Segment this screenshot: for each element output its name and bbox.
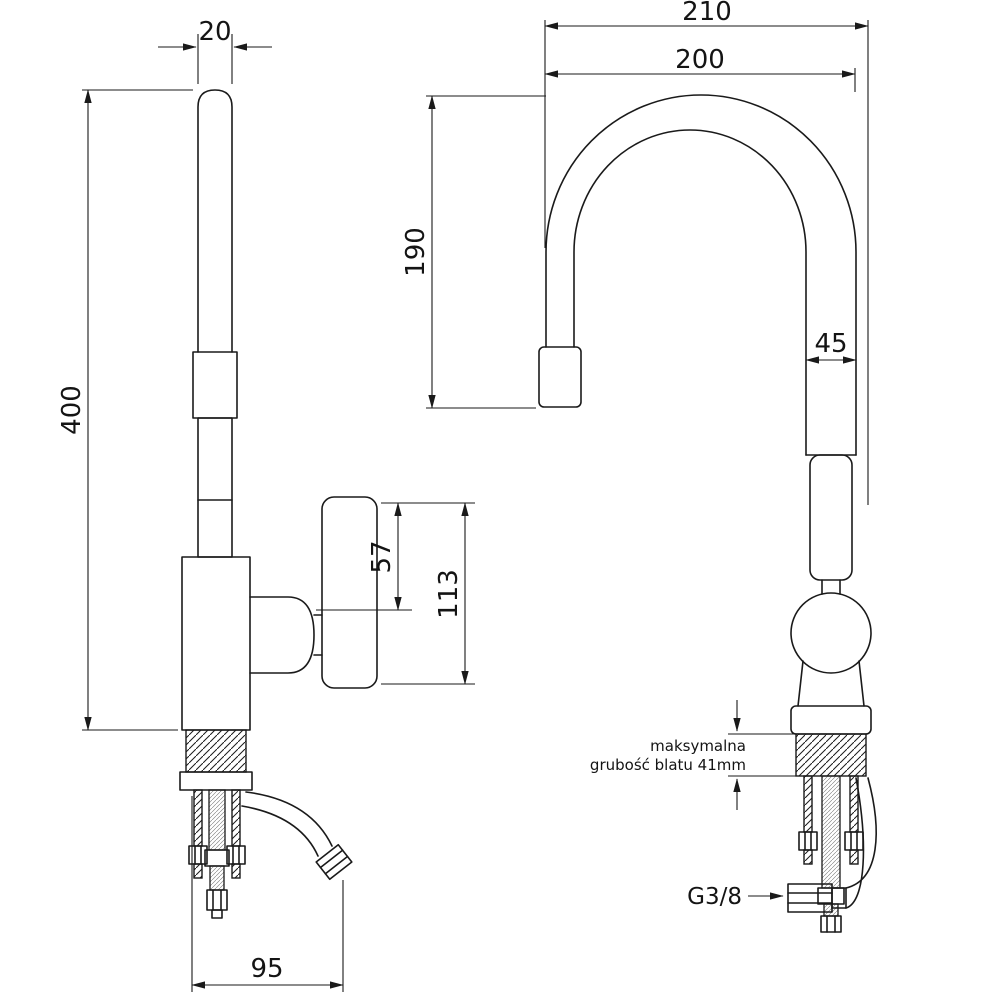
dimension-thread-size: G3/8 — [687, 884, 784, 910]
ball-joint-front — [790, 592, 872, 674]
supply-hose-bent-side — [241, 791, 353, 881]
cartridge-housing-side — [249, 596, 315, 674]
faucet-front-view — [538, 94, 877, 933]
dimension-overall-height: 400 — [57, 89, 193, 731]
spout-collar-side — [192, 351, 238, 419]
dimension-spout-height: 190 — [401, 95, 546, 409]
mounting-studs-front — [798, 775, 864, 865]
base-neck-left — [797, 660, 804, 707]
mounting-flange-side — [179, 771, 253, 791]
lever-handle-front — [809, 454, 853, 581]
dim-label-45: 45 — [814, 329, 847, 359]
dimension-handle-offsets: 57 113 — [316, 502, 475, 685]
g38-hex-fitting — [787, 883, 833, 913]
dim-label-400: 400 — [57, 385, 87, 435]
dim-label-20: 20 — [198, 17, 231, 47]
dim-label-57: 57 — [367, 540, 397, 573]
spout-tube-side — [197, 89, 233, 353]
thread-size-label: G3/8 — [687, 884, 742, 910]
mounting-studs-side — [188, 789, 246, 879]
gooseneck-inner — [573, 129, 807, 456]
dimension-body-diameter: 45 — [805, 329, 857, 364]
mounting-thread-side — [185, 729, 247, 773]
dim-label-190: 190 — [401, 227, 431, 277]
dim-label-113: 113 — [434, 569, 464, 619]
dimension-base-reach: 95 — [191, 796, 344, 992]
riser-tube-side — [197, 417, 233, 558]
body-side — [181, 556, 251, 731]
dimension-counter-thickness-note: maksymalna grubość blatu 41mm — [590, 700, 796, 810]
spout-nozzle — [538, 346, 582, 408]
dim-label-95: 95 — [250, 954, 283, 984]
base-neck-right — [858, 660, 865, 707]
supply-hose-straight-side — [204, 789, 230, 919]
base-plate-front — [790, 705, 872, 735]
mounting-thread-front — [795, 733, 867, 777]
dimension-overall-reach: 210 — [544, 0, 869, 505]
dim-label-200: 200 — [675, 45, 725, 75]
supply-hose-straight-front — [817, 775, 845, 933]
faucet-side-view — [179, 89, 378, 919]
lever-handle-side — [321, 496, 378, 689]
gooseneck-outer — [545, 94, 857, 456]
supply-hose-g38-front — [787, 777, 877, 913]
dimension-spout-reach: 200 — [544, 45, 856, 92]
dimension-spout-width: 20 — [158, 17, 272, 84]
counter-note-line2: grubość blatu 41mm — [590, 756, 746, 774]
counter-note-line1: maksymalna — [650, 737, 746, 755]
dim-label-210: 210 — [682, 0, 732, 27]
